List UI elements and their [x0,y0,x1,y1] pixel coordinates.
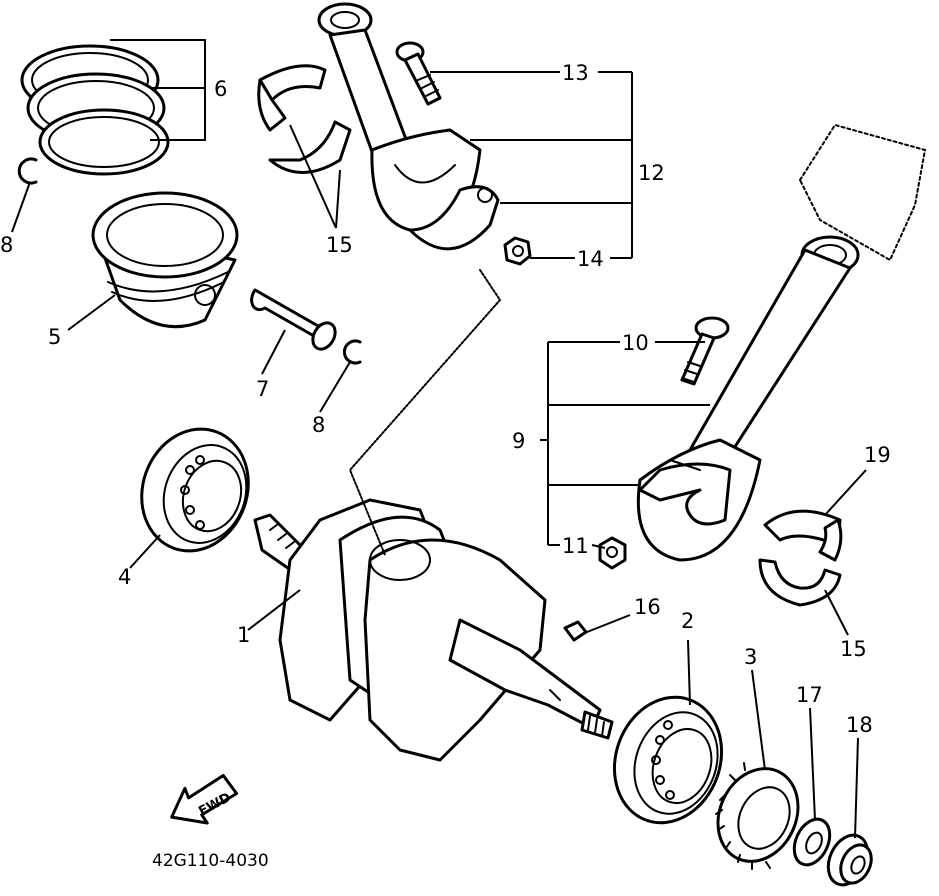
label-part-10: 10 [622,331,649,355]
label-part-7: 7 [256,377,269,401]
label-part-4: 4 [118,565,131,589]
conrod-nut-upper [503,236,532,266]
forward-direction-arrow: FWD [170,774,239,825]
label-part-3: 3 [744,645,757,669]
connecting-rod-lower [636,123,927,562]
diagram-code: 42G110-4030 [152,851,269,871]
label-part-12: 12 [638,161,665,185]
conrod-bolt-upper [395,41,442,106]
label-part-13: 13 [562,61,589,85]
label-part-9: 9 [512,429,525,453]
label-part-15-upper: 15 [326,233,353,257]
label-part-15-right: 15 [840,637,867,661]
bearing-left [140,427,250,553]
woodruff-key [563,620,588,642]
bearing-shells-upper [257,64,352,174]
piston [91,191,239,329]
circlip-right [342,339,362,365]
piston-pin [250,288,337,351]
timing-gear [715,762,800,870]
label-part-6: 6 [214,77,227,101]
piston-ring-set [20,44,170,176]
label-part-19: 19 [864,443,891,467]
label-part-8-left: 8 [0,233,13,257]
leader-lines [11,39,867,839]
crankshaft [253,498,614,762]
crankshaft-nut [826,833,873,887]
bearing-shells-lower [758,509,843,607]
label-part-17: 17 [796,683,823,707]
label-part-16: 16 [634,595,661,619]
label-part-8-right: 8 [312,413,325,437]
circlip-left [17,157,38,185]
label-part-5: 5 [48,325,61,349]
label-part-11: 11 [562,534,589,558]
connecting-rod-upper [317,2,500,251]
washer [792,817,832,867]
label-part-18: 18 [846,713,873,737]
label-part-14: 14 [577,247,604,271]
label-part-2: 2 [681,609,694,633]
conrod-nut-lower [598,536,627,570]
conrod-bolt-lower [680,316,730,386]
label-part-1: 1 [237,623,250,647]
